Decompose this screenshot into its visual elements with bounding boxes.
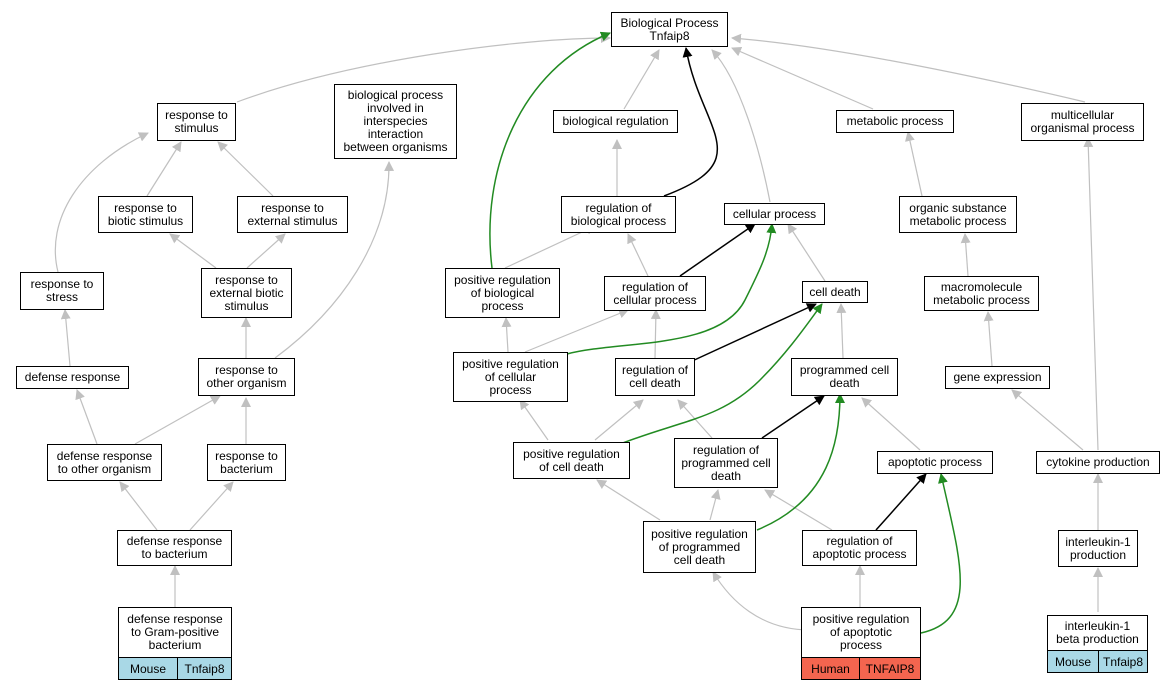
- edge: [501, 317, 512, 353]
- species-tag: Human: [802, 658, 859, 679]
- edge: [650, 309, 661, 359]
- edge: [761, 395, 825, 439]
- edge: [134, 395, 221, 445]
- edge: [731, 33, 1086, 103]
- edge: [596, 479, 661, 521]
- edge: [75, 389, 98, 445]
- node-response-to-external-stimulus[interactable]: response to external stimulus: [237, 196, 348, 233]
- edge: [119, 481, 158, 531]
- node-cellular-process[interactable]: cellular process: [724, 203, 825, 225]
- edge: [217, 141, 274, 197]
- edge: [983, 311, 994, 367]
- node-response-to-stimulus[interactable]: response to stimulus: [157, 103, 236, 141]
- edge: [146, 141, 182, 197]
- edge: [246, 233, 286, 269]
- edge: [920, 473, 961, 634]
- edge: [60, 309, 71, 367]
- edge: [709, 489, 721, 521]
- species-tag: Mouse: [1048, 651, 1098, 672]
- edge: [764, 489, 833, 531]
- node-positive-regulation-of-biological-process[interactable]: positive regulation of biological proces…: [445, 268, 560, 318]
- node-macromolecule-metabolic-process[interactable]: macromolecule metabolic process: [924, 276, 1039, 311]
- node-metabolic-process[interactable]: metabolic process: [836, 110, 954, 133]
- leaf-positive-regulation-of-apoptotic-process[interactable]: positive regulation of apoptotic process…: [801, 607, 921, 680]
- node-response-to-stress[interactable]: response to stress: [20, 272, 104, 310]
- node-cytokine-production[interactable]: cytokine production: [1036, 451, 1160, 474]
- edge: [1083, 137, 1099, 451]
- node-regulation-of-apoptotic-process[interactable]: regulation of apoptotic process: [802, 530, 917, 566]
- node-response-to-other-organism[interactable]: response to other organism: [198, 358, 295, 396]
- edge: [875, 473, 927, 531]
- node-apoptotic-process[interactable]: apoptotic process: [877, 451, 993, 474]
- edge: [623, 49, 660, 110]
- edge: [836, 303, 847, 359]
- edge: [861, 397, 921, 451]
- node-cell-death[interactable]: cell death: [802, 281, 868, 303]
- node-programmed-cell-death[interactable]: programmed cell death: [791, 358, 898, 396]
- gene-tag: TNFAIP8: [859, 658, 920, 679]
- node-interleukin-1-production[interactable]: interleukin-1 production: [1058, 530, 1138, 567]
- edge: [566, 223, 777, 355]
- edge: [519, 399, 549, 441]
- edge: [712, 571, 811, 631]
- edge: [663, 47, 719, 197]
- leaf-defense-response-to-gram-positive-bacterium[interactable]: defense response to Gram-positive bacter…: [118, 607, 232, 680]
- node-regulation-of-cell-death[interactable]: regulation of cell death: [615, 358, 695, 396]
- node-positive-regulation-of-cellular-process[interactable]: positive regulation of cellular process: [453, 352, 568, 402]
- gene-tag: Tnfaip8: [177, 658, 231, 679]
- edge: [711, 49, 771, 203]
- edge: [689, 303, 817, 363]
- node-response-to-external-biotic-stimulus[interactable]: response to external biotic stimulus: [201, 268, 292, 318]
- edge: [504, 225, 596, 269]
- edge: [594, 399, 644, 441]
- species-tag: Mouse: [119, 658, 177, 679]
- leaf-interleukin-1-beta-production[interactable]: interleukin-1 beta production Mouse Tnfa…: [1047, 615, 1148, 673]
- edge: [274, 161, 395, 359]
- node-defense-response-to-bacterium[interactable]: defense response to bacterium: [117, 530, 232, 566]
- node-defense-response[interactable]: defense response: [16, 366, 129, 389]
- node-regulation-of-biological-process[interactable]: regulation of biological process: [561, 196, 676, 233]
- leaf-label: defense response to Gram-positive bacter…: [127, 612, 223, 652]
- node-gene-expression[interactable]: gene expression: [945, 366, 1050, 389]
- edge: [627, 233, 649, 277]
- leaf-label: positive regulation of apoptotic process: [812, 612, 910, 652]
- node-biological-process-tnfaip8[interactable]: Biological Process Tnfaip8: [611, 12, 728, 47]
- node-organic-substance-metabolic-process[interactable]: organic substance metabolic process: [899, 196, 1017, 233]
- node-response-to-bacterium[interactable]: response to bacterium: [207, 444, 286, 481]
- node-regulation-of-programmed-cell-death[interactable]: regulation of programmed cell death: [674, 438, 778, 488]
- node-response-to-biotic-stimulus[interactable]: response to biotic stimulus: [98, 196, 193, 233]
- edge: [54, 132, 149, 273]
- node-biological-regulation[interactable]: biological regulation: [553, 110, 678, 133]
- node-positive-regulation-of-cell-death[interactable]: positive regulation of cell death: [513, 442, 630, 479]
- edge: [787, 223, 826, 282]
- node-multicellular-organismal-process[interactable]: multicellular organismal process: [1021, 103, 1144, 141]
- edge: [960, 233, 971, 277]
- edge: [679, 223, 756, 277]
- edge: [614, 303, 823, 447]
- edge: [905, 131, 923, 197]
- node-defense-response-to-other-organism[interactable]: defense response to other organism: [47, 444, 162, 481]
- edge: [189, 481, 234, 531]
- node-regulation-of-cellular-process[interactable]: regulation of cellular process: [604, 276, 706, 311]
- edge: [731, 46, 874, 110]
- gene-tag: Tnfaip8: [1098, 651, 1147, 672]
- edge: [1011, 389, 1084, 451]
- edge: [169, 233, 217, 269]
- edge: [489, 31, 611, 269]
- edge: [524, 308, 629, 353]
- node-interspecies-interaction[interactable]: biological process involved in interspec…: [334, 84, 457, 159]
- edge: [756, 393, 845, 531]
- leaf-label: interleukin-1 beta production: [1056, 619, 1139, 646]
- edge: [236, 33, 611, 103]
- node-positive-regulation-of-programmed-cell-death[interactable]: positive regulation of programmed cell d…: [643, 521, 756, 573]
